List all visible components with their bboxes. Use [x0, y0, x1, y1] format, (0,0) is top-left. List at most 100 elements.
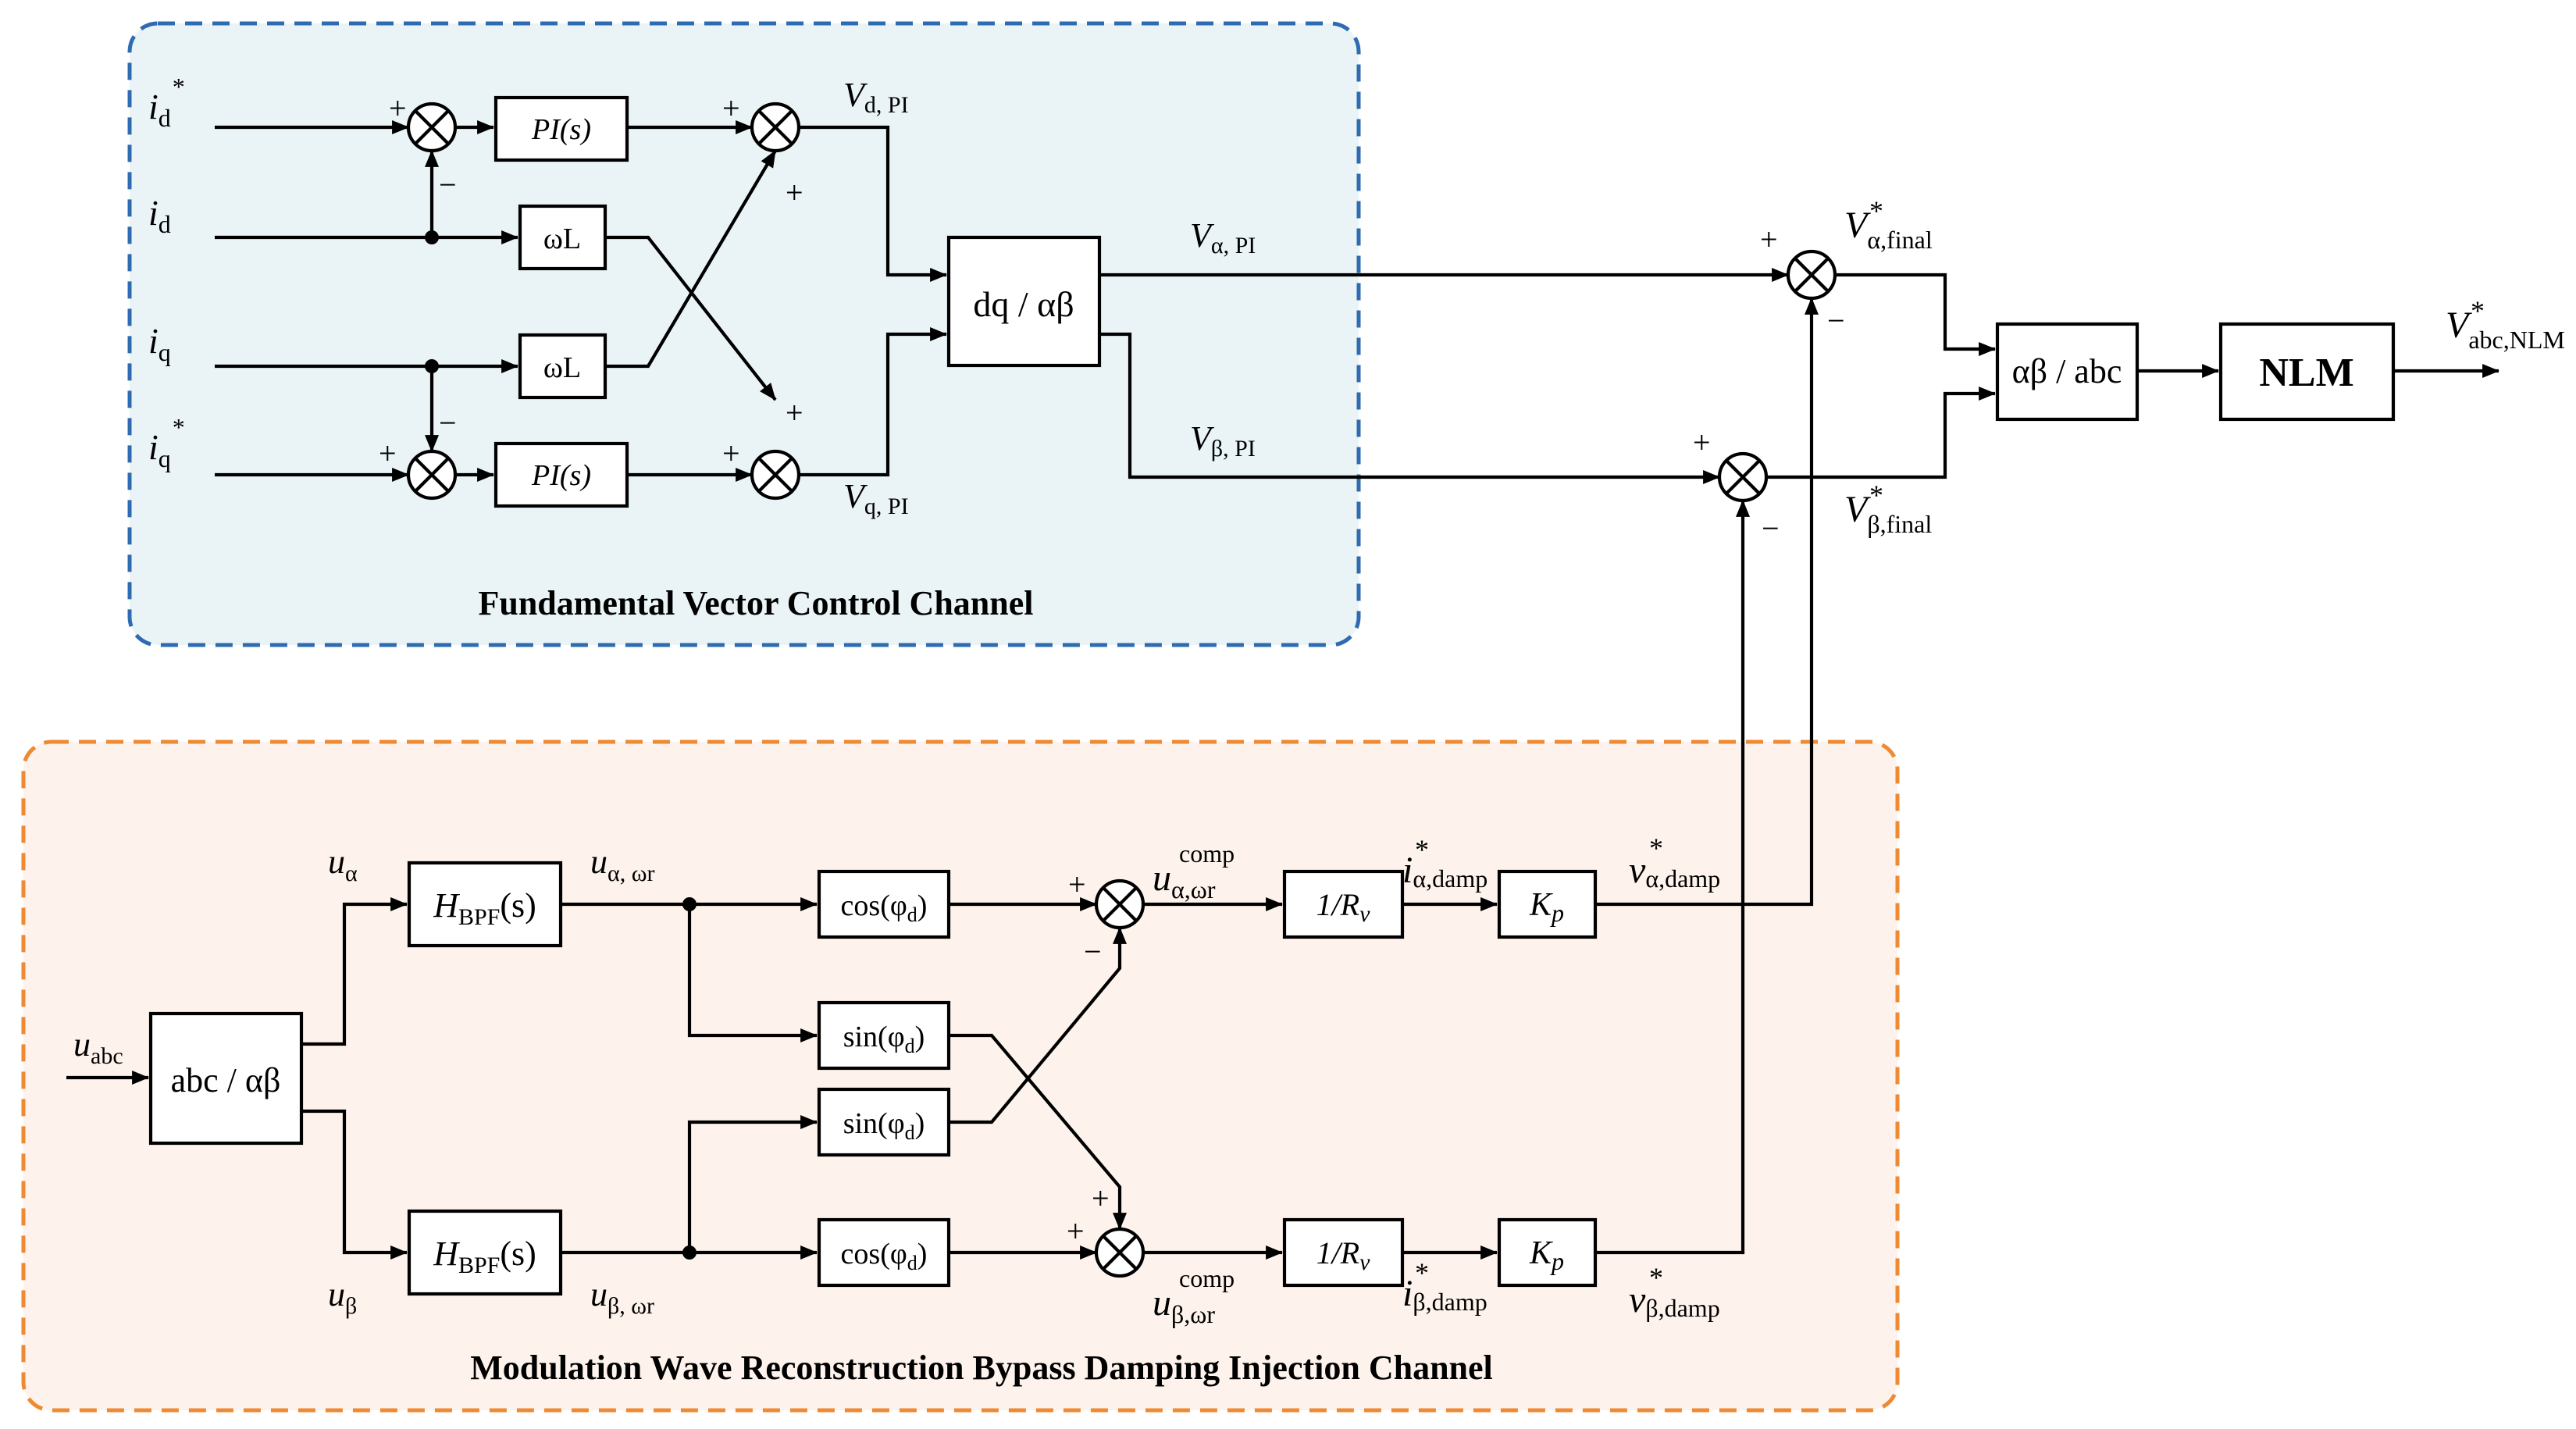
- sign-label: +: [1760, 222, 1778, 257]
- svg-text:1/Rv: 1/Rv: [1317, 887, 1371, 927]
- svg-text:PI(s): PI(s): [531, 113, 591, 146]
- cos-alpha-block: cos(φd): [817, 869, 951, 939]
- alphabeta-to-abc-block: αβ / abc: [1995, 322, 2140, 422]
- inverse-rv-alpha-block: 1/Rv: [1282, 869, 1405, 939]
- vbeta-pi-label: Vβ, PI: [1190, 419, 1256, 461]
- kp-alpha-block: Kp: [1497, 869, 1598, 939]
- ibeta-damp-star: *: [1415, 1257, 1429, 1288]
- valpha-damp-star: *: [1649, 832, 1663, 864]
- svg-text:abc / αβ: abc / αβ: [171, 1061, 281, 1099]
- vabc-nlm-label: Vabc,NLM: [2446, 305, 2565, 354]
- svg-text:HBPF(s): HBPF(s): [433, 886, 536, 930]
- sign-label: +: [1068, 867, 1086, 902]
- bypass-channel-title: Modulation Wave Reconstruction Bypass Da…: [470, 1349, 1493, 1387]
- ubeta-wr-label: uβ, ωr: [590, 1275, 654, 1319]
- junction-dot: [682, 897, 697, 911]
- sin-1-block: sin(φd): [817, 1000, 951, 1071]
- sign-label: +: [1067, 1213, 1085, 1249]
- svg-text:αβ / abc: αβ / abc: [2012, 352, 2122, 390]
- fundamental-wiring: [215, 120, 2500, 484]
- hbpf-alpha-block: HBPF(s): [407, 861, 563, 948]
- ubeta-comp-sup: comp: [1179, 1264, 1235, 1292]
- cos-beta-block: cos(φd): [817, 1217, 951, 1288]
- sum-junction-alpha-comp: [1094, 878, 1145, 930]
- svg-text:HBPF(s): HBPF(s): [433, 1235, 536, 1278]
- ialpha-damp-star: *: [1415, 834, 1429, 865]
- fundamental-channel-title: Fundamental Vector Control Channel: [478, 584, 1033, 622]
- sign-label: −: [1827, 303, 1845, 338]
- sign-label: −: [439, 167, 457, 202]
- ualpha-wr-label: uα, ωr: [590, 843, 654, 886]
- vq-pi-label: Vq, PI: [843, 477, 909, 519]
- sign-label: +: [786, 395, 803, 430]
- ualpha-label: uα: [328, 843, 358, 886]
- svg-text:sin(φd): sin(φd): [843, 1107, 925, 1144]
- dq-to-alphabeta-block: dq / αβ: [946, 235, 1102, 368]
- sum-junction-vd: [750, 102, 801, 153]
- svg-text:dq / αβ: dq / αβ: [973, 284, 1074, 324]
- valpha-final-label: Vα,final: [1844, 205, 1933, 254]
- ualpha-comp-label: uα,ωr: [1153, 857, 1216, 903]
- svg-text:Kp: Kp: [1529, 887, 1564, 927]
- svg-text:sin(φd): sin(φd): [843, 1021, 925, 1057]
- svg-text:PI(s): PI(s): [531, 459, 591, 492]
- pi-q-block: PI(s): [493, 441, 629, 508]
- vbeta-final-label: Vβ,final: [1844, 489, 1932, 538]
- valpha-final-star: *: [1869, 195, 1883, 226]
- nlm-block: NLM: [2218, 322, 2396, 422]
- abc-to-alphabeta-block: abc / αβ: [148, 1011, 304, 1146]
- sum-junction-d-error: [406, 102, 458, 153]
- pi-d-block: PI(s): [493, 95, 629, 162]
- omega-l-d-block: ωL: [518, 204, 607, 271]
- sign-label: +: [379, 436, 397, 471]
- bypass-channel-region: [21, 739, 1900, 1413]
- vbeta-final-star: *: [1869, 479, 1883, 511]
- sum-junction-beta-final: [1717, 451, 1769, 503]
- svg-text:Kp: Kp: [1529, 1235, 1564, 1275]
- sign-labels: + − + + − + + + + − + − + − + +: [379, 91, 1845, 1249]
- inverse-rv-beta-block: 1/Rv: [1282, 1217, 1405, 1288]
- sign-label: +: [722, 436, 740, 471]
- junction-dot: [425, 230, 439, 244]
- sign-label: +: [786, 175, 803, 210]
- junction-dots-lower: [682, 897, 697, 1260]
- sign-label: +: [1693, 425, 1711, 460]
- iq-ref-label: iq*: [148, 413, 185, 472]
- omega-l-q-block: ωL: [518, 333, 607, 400]
- id-label: id: [148, 193, 171, 238]
- valpha-pi-label: Vα, PI: [1190, 216, 1256, 258]
- valpha-damp-label: vα,damp: [1629, 850, 1720, 893]
- sum-junction-alpha-final: [1786, 249, 1837, 301]
- sum-junction-beta-comp: [1094, 1227, 1145, 1278]
- sign-label: +: [722, 91, 740, 126]
- sum-junction-vq: [750, 449, 801, 501]
- sign-label: −: [439, 405, 457, 440]
- kp-beta-block: Kp: [1497, 1217, 1598, 1288]
- sign-label: +: [1092, 1181, 1110, 1216]
- ibeta-damp-label: iβ,damp: [1402, 1273, 1488, 1316]
- ubeta-label: uβ: [328, 1275, 357, 1319]
- svg-text:1/Rv: 1/Rv: [1317, 1235, 1371, 1275]
- ualpha-comp-sup: comp: [1179, 839, 1235, 868]
- vbeta-damp-label: vβ,damp: [1629, 1279, 1720, 1322]
- sign-label: −: [1084, 934, 1102, 969]
- junction-dot: [425, 359, 439, 373]
- sin-2-block: sin(φd): [817, 1087, 951, 1157]
- uabc-label: uabc: [73, 1025, 123, 1069]
- hbpf-beta-block: HBPF(s): [407, 1209, 563, 1296]
- sum-junction-q-error: [406, 449, 458, 501]
- ialpha-damp-label: iα,damp: [1402, 850, 1488, 893]
- fundamental-channel-region: [127, 21, 1361, 647]
- vbeta-damp-star: *: [1649, 1262, 1663, 1293]
- junction-dot: [682, 1245, 697, 1260]
- sign-label: +: [389, 91, 407, 126]
- svg-text:NLM: NLM: [2259, 351, 2353, 395]
- svg-text:cos(φd): cos(φd): [841, 1238, 928, 1274]
- vd-pi-label: Vd, PI: [843, 76, 909, 118]
- vabc-nlm-star: *: [2471, 295, 2485, 326]
- svg-text:ωL: ωL: [543, 351, 581, 384]
- svg-text:ωL: ωL: [543, 223, 581, 255]
- iq-label: iq: [148, 321, 171, 366]
